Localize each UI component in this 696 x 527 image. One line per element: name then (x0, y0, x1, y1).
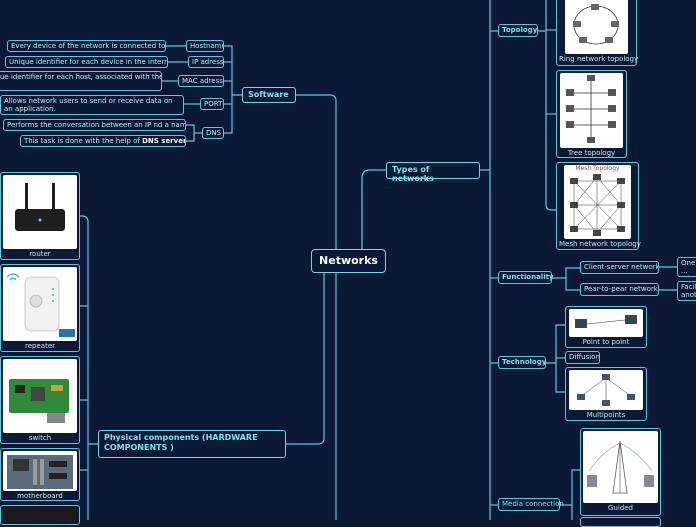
sub-functionality[interactable]: Functionality (498, 271, 554, 284)
port-description[interactable]: Allows network users to send or receive … (0, 95, 184, 115)
ring-topology-image (565, 0, 628, 54)
multipoints-caption: Multipoints (586, 411, 626, 419)
tech-card-multipoints[interactable]: Multipoints (565, 367, 647, 421)
central-topic[interactable]: Networks (311, 249, 386, 273)
guided-caption: Guided (608, 504, 633, 512)
mesh-topology-diagram (570, 174, 625, 236)
software-port[interactable]: PORT (200, 98, 224, 110)
hardware-card-switch[interactable]: switch (0, 356, 80, 444)
repeater-image (3, 267, 77, 341)
func-peer-to-peer[interactable]: Pear-to-pear network (580, 283, 659, 296)
router-picture (15, 183, 65, 231)
tree-topology-caption: Tree topology (567, 149, 616, 157)
guided-media-diagram (587, 440, 654, 494)
tree-topology-image (560, 73, 623, 148)
motherboard-picture (7, 455, 73, 489)
mac-adress-description[interactable]: ue identifier for each host, associated … (0, 71, 162, 91)
software-dns[interactable]: DNS (202, 127, 224, 139)
ring-topology-diagram (573, 4, 619, 45)
repeater-picture (6, 273, 75, 337)
hardware-card-router[interactable]: router (0, 172, 80, 260)
multipoints-diagram (577, 374, 635, 406)
media-card-next[interactable] (580, 517, 661, 527)
dns-description-servers[interactable]: This task is done with the help of DNS s… (20, 135, 186, 147)
func-client-server-note[interactable]: One ... othe... (677, 257, 696, 277)
topology-card-ring[interactable]: Ring network topology (556, 0, 639, 66)
software-hostname[interactable]: Hostname (186, 40, 224, 52)
tree-topology-diagram (566, 75, 616, 143)
sub-topology[interactable]: Topology (498, 24, 538, 37)
dns-servers-bold: DNS servers. (142, 137, 186, 145)
ip-adress-description[interactable]: Unique identifier for each device in the… (5, 56, 168, 68)
hardware-card-next[interactable] (0, 505, 80, 525)
point-to-point-diagram (575, 315, 637, 328)
point-to-point-caption: Point to point (582, 338, 630, 346)
motherboard-caption: motherboard (17, 492, 63, 500)
sub-media-connection[interactable]: Media connection (498, 498, 564, 511)
tech-card-point-to-point[interactable]: Point to point (565, 306, 647, 348)
switch-caption: switch (28, 434, 52, 442)
switch-picture (9, 379, 69, 423)
tech-diffusion[interactable]: Diffusion (565, 351, 600, 364)
multipoints-image (569, 370, 643, 410)
func-client-server[interactable]: Client-server network (580, 261, 659, 274)
func-peer-to-peer-note[interactable]: Facili... anot... (677, 281, 696, 301)
dns-servers-prefix: This task is done with the help of (24, 137, 143, 145)
hostname-description[interactable]: Every device of the network is connected… (7, 40, 166, 52)
mesh-topology-image: Mesh Topology (564, 165, 631, 239)
mesh-image-title: Mesh Topology (575, 165, 620, 172)
motherboard-image (3, 451, 77, 491)
branch-physical-components[interactable]: Physical components (HARDWARE COMPONENTS… (98, 430, 286, 458)
dns-description-conversion[interactable]: Performs the conversation between an IP … (3, 119, 186, 131)
software-mac-adress[interactable]: MAC adress (178, 75, 224, 87)
sub-technology[interactable]: Technology (498, 356, 546, 369)
repeater-caption: repeater (25, 342, 55, 350)
branch-software[interactable]: Software (242, 87, 296, 103)
topology-card-mesh[interactable]: Mesh Topology Mesh network topology (556, 162, 641, 250)
software-ip-adress[interactable]: IP adress (188, 56, 224, 68)
switch-image (3, 359, 77, 433)
hardware-card-repeater[interactable]: repeater (0, 264, 80, 352)
ring-topology-caption: Ring network topology (559, 55, 639, 63)
media-card-guided[interactable]: Guided (580, 428, 661, 516)
hardware-card-motherboard[interactable]: motherboard (0, 448, 80, 501)
guided-media-image (583, 431, 658, 503)
router-image (3, 175, 77, 249)
router-caption: router (29, 250, 51, 258)
next-hardware-image (3, 508, 77, 522)
branch-types-of-networks[interactable]: Types of networks (386, 162, 480, 183)
topology-card-tree[interactable]: Tree topology (556, 70, 627, 158)
point-to-point-image (569, 309, 643, 337)
mesh-topology-caption: Mesh network topology (559, 240, 641, 248)
